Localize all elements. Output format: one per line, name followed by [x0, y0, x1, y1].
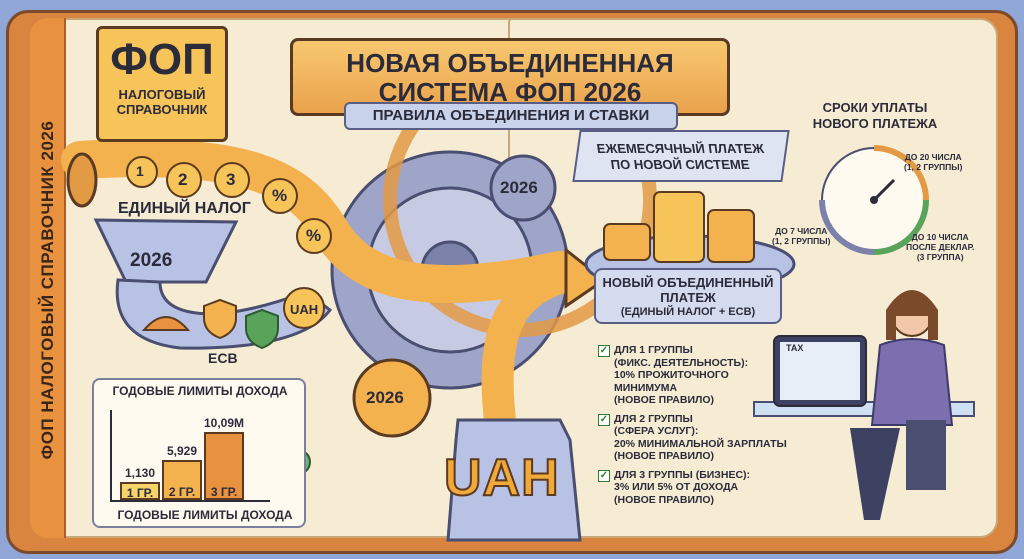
percent-coin-1-icon — [262, 178, 298, 214]
chart-bar: 2 ГР. — [162, 460, 202, 500]
uah-big-label: UAH — [443, 448, 560, 508]
rule-1-line-1: ДЛЯ 1 ГРУППЫ — [614, 344, 693, 356]
deadline-2: ДО 7 ЧИСЛА (1, 2 ГРУППЫ) — [772, 226, 830, 246]
chart-title: ГОДОВЫЕ ЛИМИТЫ ДОХОДА — [112, 384, 288, 398]
deadline-3-line-3: (3 ГРУППА) — [916, 252, 964, 262]
chart-x-axis — [110, 500, 270, 502]
deadlines-heading: СРОКИ УПЛАТЫ НОВОГО ПЛАТЕЖА — [800, 100, 950, 132]
coin-one-icon — [126, 156, 158, 188]
coin-two-icon — [166, 162, 202, 198]
coin-three-icon — [214, 162, 250, 198]
rule-item: ✓ ДЛЯ 3 ГРУППЫ (БИЗНЕС): 3% ИЛИ 5% ОТ ДО… — [598, 469, 788, 507]
rule-1-line-2: (ФИКС. ДЕЯТЕЛЬНОСТЬ): — [614, 356, 749, 369]
coin-one-label: 1 — [136, 163, 144, 179]
deadline-3: ДО 10 ЧИСЛА ПОСЛЕ ДЕКЛАР. (3 ГРУППА) — [906, 232, 974, 262]
deadline-1-line-1: ДО 20 ЧИСЛА — [904, 152, 962, 162]
chart-value-label: 5,929 — [166, 444, 198, 459]
pipe-mouth-icon — [66, 152, 98, 208]
rule-2-line-3: 20% МИНИМАЛЬНОЙ ЗАРПЛАТЫ — [614, 437, 787, 450]
fop-badge-small-2: СПРАВОЧНИК — [116, 102, 208, 117]
percent-coin-2-icon — [296, 218, 332, 254]
chart-bar: 1 ГР. — [120, 482, 160, 500]
title-line-2: СИСТЕМА ФОП 2026 — [378, 77, 642, 107]
deadline-3-line-1: ДО 10 ЧИСЛА — [911, 232, 969, 242]
coin-two-label: 2 — [178, 170, 188, 189]
small-gear-bottom-icon — [352, 358, 432, 438]
chart-bar: 3 ГР. — [204, 432, 244, 500]
new-payment-box: НОВЫЙ ОБЪЕДИНЕННЫЙ ПЛАТЕЖ (ЕДИНЫЙ НАЛОГ … — [594, 268, 782, 324]
shield-green-icon — [245, 308, 279, 350]
deadline-3-line-2: ПОСЛЕ ДЕКЛАР. — [906, 242, 975, 252]
percent-label-1: % — [272, 186, 288, 205]
percent-label-2: % — [306, 226, 322, 245]
shield-gold-icon — [203, 298, 237, 340]
deadlines-heading-1: СРОКИ УПЛАТЫ — [822, 100, 928, 115]
coin-stacks-icon — [603, 191, 755, 263]
hardhat-icon — [141, 316, 191, 331]
rule-2-line-4: (НОВОЕ ПРАВИЛО) — [614, 450, 715, 462]
rule-2-line-2: (СФЕРА УСЛУГ): — [614, 425, 699, 437]
deadlines-heading-2: НОВОГО ПЛАТЕЖА — [812, 116, 938, 131]
monthly-line-1: ЕЖЕМЕСЯЧНЫЙ ПЛАТЕЖ — [596, 141, 766, 156]
deadline-2-line-1: ДО 7 ЧИСЛА — [775, 226, 828, 236]
uah-coin-label: UAH — [290, 302, 319, 317]
chart-value-label: 10,09М — [203, 416, 245, 431]
rule-item: ✓ ДЛЯ 1 ГРУППЫ (ФИКС. ДЕЯТЕЛЬНОСТЬ): 10%… — [598, 344, 788, 407]
rule-3-line-3: (НОВОЕ ПРАВИЛО) — [614, 493, 715, 506]
rules-list: ✓ ДЛЯ 1 ГРУППЫ (ФИКС. ДЕЯТЕЛЬНОСТЬ): 10%… — [598, 344, 788, 512]
fop-badge: ФОП НАЛОГОВЫЙ СПРАВОЧНИК — [96, 26, 228, 142]
monthly-banner: ЕЖЕМЕСЯЧНЫЙ ПЛАТЕЖ ПО НОВОЙ СИСТЕМЕ — [572, 130, 790, 182]
jar-icon — [446, 418, 582, 542]
small-gear-top-icon — [489, 154, 557, 222]
new-payment-line-2: ПЛАТЕЖ — [660, 290, 716, 305]
deadline-2-line-2: (1, 2 ГРУППЫ) — [772, 236, 831, 246]
laptop-tax-label: TAX — [786, 343, 804, 353]
rule-item: ✓ ДЛЯ 2 ГРУППЫ (СФЕРА УСЛУГ): 20% МИНИМА… — [598, 413, 788, 463]
deadline-1-line-2: (1, 2 ГРУППЫ) — [904, 162, 963, 172]
title-line-1: НОВАЯ ОБЪЕДИНЕННАЯ — [346, 48, 674, 78]
rule-2-line-1: ДЛЯ 2 ГРУППЫ — [614, 412, 693, 425]
limits-card — [92, 378, 306, 528]
book-spine — [30, 18, 66, 538]
deadline-1: ДО 20 ЧИСЛА (1, 2 ГРУППЫ) — [904, 152, 962, 172]
upward-arrow-pipe-icon — [481, 259, 575, 422]
chart-xlabel: ГОДОВЫЕ ЛИМИТЫ ДОХОДА — [117, 508, 293, 522]
chart-value-label: 1,130 — [124, 466, 156, 480]
funnel-icon — [93, 218, 239, 284]
fop-badge-small-1: НАЛОГОВЫЙ — [118, 87, 206, 102]
gear-top-label: 2026 — [500, 178, 538, 197]
chart-y-axis — [110, 410, 112, 500]
checkbox-icon: ✓ — [598, 469, 610, 482]
new-payment-line-1: НОВЫЙ ОБЪЕДИНЕННЫЙ — [602, 275, 774, 290]
rule-3-line-2: 3% ИЛИ 5% ОТ ДОХОДА — [614, 481, 739, 493]
esv-label: ЕСВ — [208, 350, 238, 366]
coin-three-label: 3 — [226, 170, 236, 189]
rule-1-line-4: (НОВОЕ ПРАВИЛО) — [614, 394, 715, 406]
gear-bottom-label: 2026 — [366, 388, 404, 407]
fop-badge-big: ФОП — [110, 35, 214, 84]
single-tax-label: ЕДИНЫЙ НАЛОГ — [118, 200, 251, 217]
checkbox-icon: ✓ — [598, 413, 610, 426]
accountant-illustration-icon — [753, 290, 975, 520]
clock-icon — [819, 145, 929, 255]
funnel-year: 2026 — [130, 250, 173, 271]
new-payment-line-3: (ЕДИНЫЙ НАЛОГ + ЕСВ) — [620, 306, 756, 318]
subtitle: ПРАВИЛА ОБЪЕДИНЕНИЯ И СТАВКИ — [344, 102, 678, 130]
monthly-line-2: ПО НОВОЙ СИСТЕМЕ — [610, 157, 752, 172]
checkbox-icon: ✓ — [598, 345, 610, 357]
rule-1-line-3: 10% ПРОЖИТОЧНОГО МИНИМУМА — [614, 369, 729, 394]
uah-coin-icon — [283, 287, 325, 329]
rule-3-line-1: ДЛЯ 3 ГРУППЫ (БИЗНЕС): — [614, 468, 751, 481]
